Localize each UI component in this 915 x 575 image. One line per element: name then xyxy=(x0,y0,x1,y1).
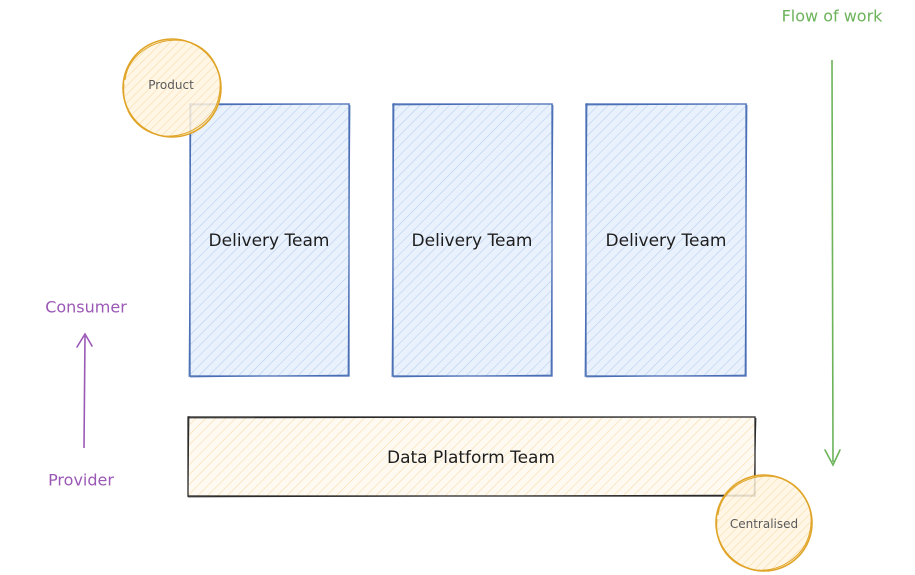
product-badge-label: Product xyxy=(148,78,194,92)
flow-of-work-label: Flow of work xyxy=(781,6,883,26)
data-platform-team-box xyxy=(187,415,757,498)
data-platform-team-label: Data Platform Team xyxy=(386,448,556,468)
delivery-team-box xyxy=(188,102,351,378)
delivery-team-box xyxy=(391,102,554,378)
consumer-label: Consumer xyxy=(45,297,127,317)
delivery-team-label: Delivery Team xyxy=(208,231,330,251)
consumer-provider-arrow xyxy=(76,332,93,449)
centralised-circle xyxy=(715,474,813,572)
flow-of-work-arrow xyxy=(824,59,841,467)
product-circle xyxy=(122,38,222,138)
provider-label: Provider xyxy=(48,470,114,490)
delivery-team-box xyxy=(584,102,748,378)
delivery-team-label: Delivery Team xyxy=(605,231,727,251)
centralised-badge-label: Centralised xyxy=(729,517,799,531)
delivery-team-label: Delivery Team xyxy=(411,231,533,251)
